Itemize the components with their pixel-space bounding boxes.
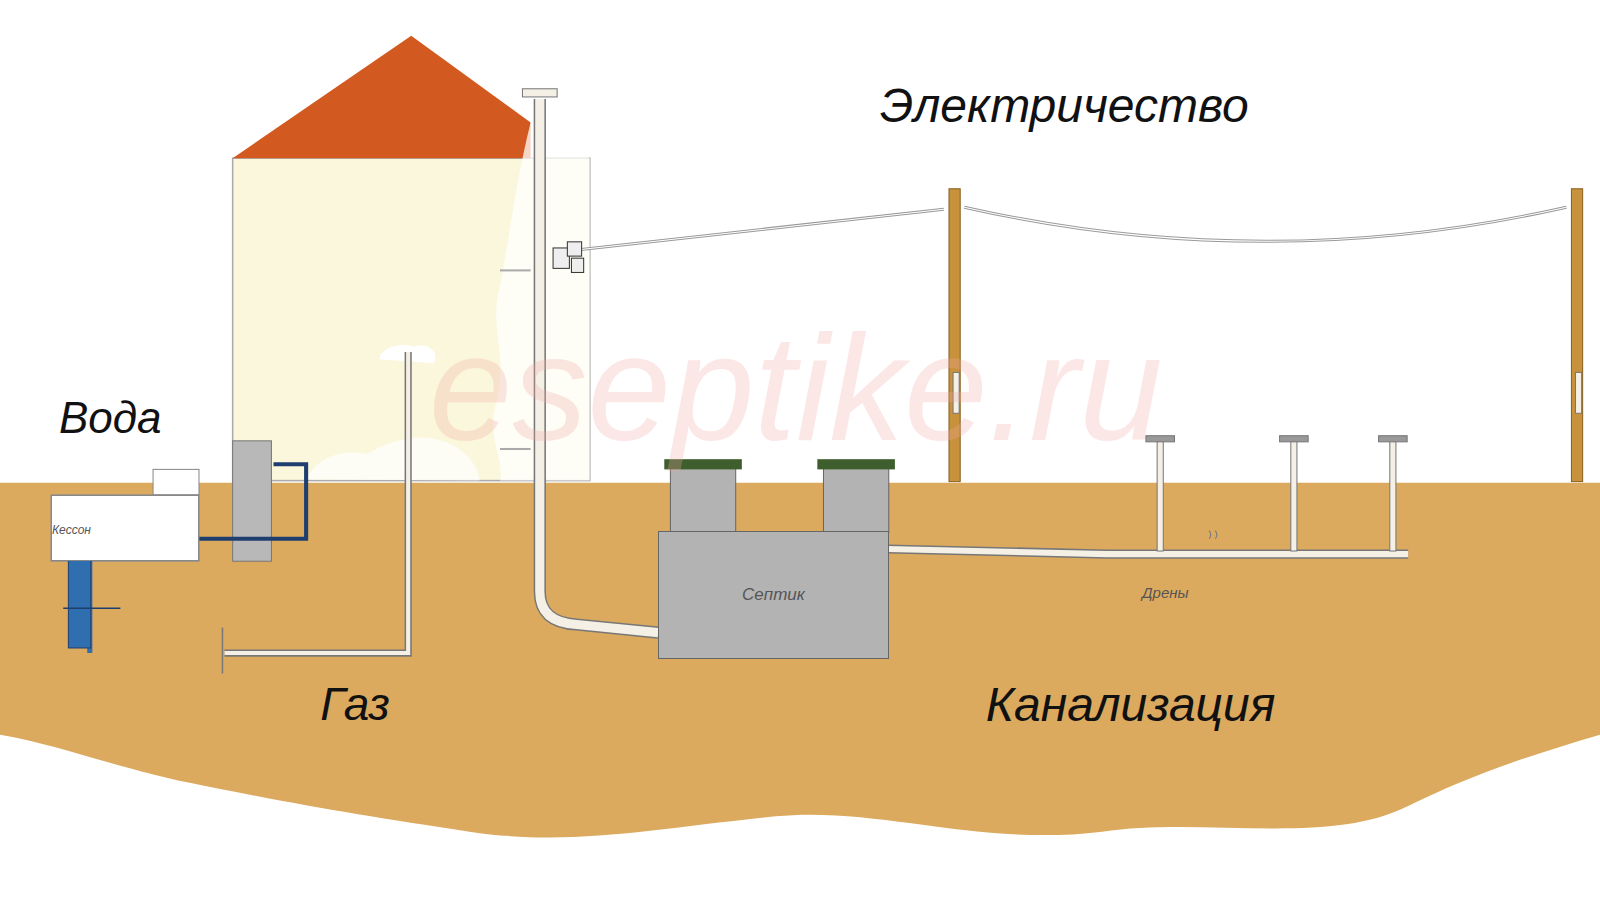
power-wire-core <box>577 207 1567 250</box>
node-text: Кессон <box>52 523 91 537</box>
utility-label: Газ <box>320 677 389 731</box>
utility-label: Электричество <box>880 78 1249 133</box>
gas-inlet <box>222 628 224 674</box>
drain-pipe <box>888 549 1408 554</box>
well-casing <box>68 551 90 648</box>
septic-neck <box>823 467 888 532</box>
water-level <box>63 607 120 609</box>
flow-mark <box>1209 531 1217 539</box>
power-wire <box>577 207 1567 250</box>
utility-label: Дрены <box>1142 583 1189 600</box>
drain-riser <box>1146 436 1407 551</box>
node-text: Септик <box>742 585 805 605</box>
utility-label: Вода <box>59 393 162 443</box>
house-roof <box>233 36 531 158</box>
drain-pipe-core <box>888 549 1408 554</box>
caisson-box <box>51 495 199 561</box>
vent-cap <box>522 89 557 97</box>
utility-label: Канализация <box>986 677 1276 732</box>
water-pipe <box>199 464 306 538</box>
septic-tank: Септик <box>658 531 889 660</box>
caisson-hatch <box>153 469 199 495</box>
caisson-box: Кессон <box>51 495 199 561</box>
boiler <box>233 441 272 561</box>
electric-meter <box>553 242 584 273</box>
watermark: eseptike.ru <box>429 301 1163 474</box>
gas-pipe <box>224 352 408 653</box>
septic-neck <box>670 467 735 532</box>
floor-line <box>500 269 531 271</box>
gas-pipe-core <box>224 352 408 653</box>
